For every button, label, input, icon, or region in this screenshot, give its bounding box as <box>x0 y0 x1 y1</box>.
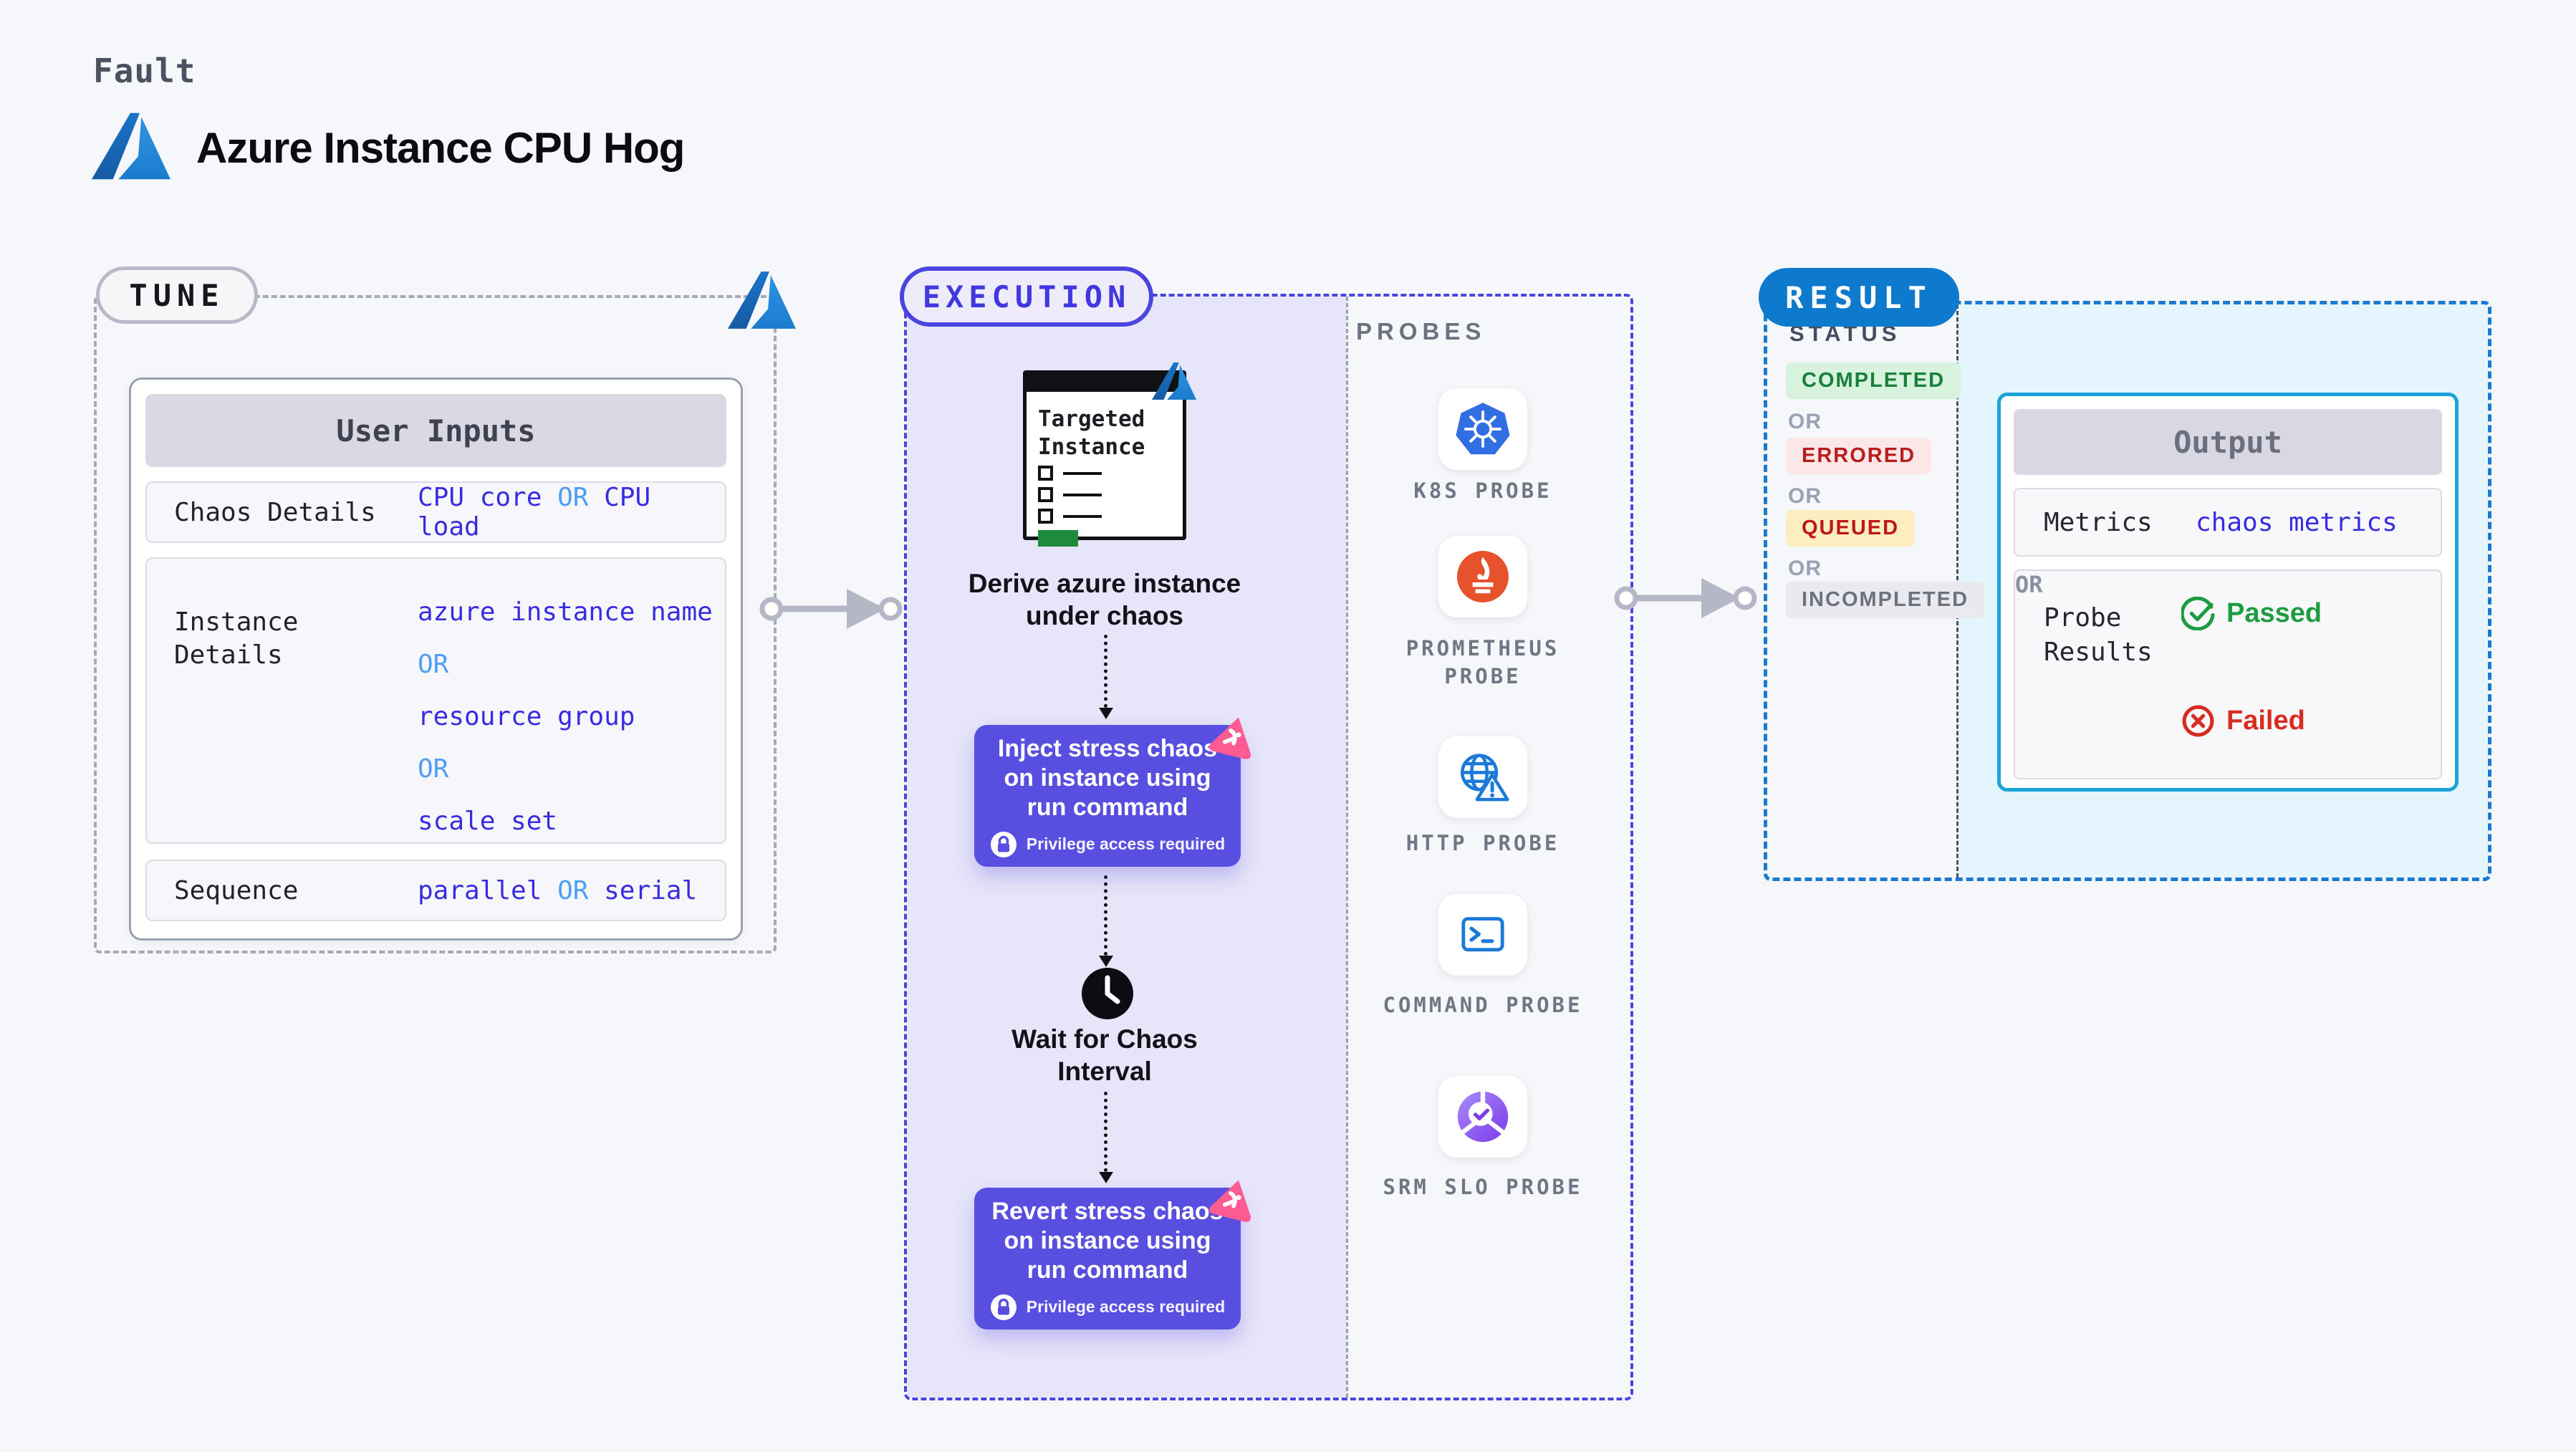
value-option: serial <box>604 875 698 905</box>
probes-divider <box>1346 297 1348 1398</box>
value-option: parallel <box>418 875 542 905</box>
probe-result-failed: Failed <box>2181 704 2305 738</box>
or-separator: OR <box>418 650 449 679</box>
or-separator: OR <box>557 483 589 512</box>
status-badge-incompleted: INCOMPLETED <box>1786 582 1985 618</box>
execution-pill: EXECUTION <box>900 266 1153 327</box>
row-label: Sequence <box>174 875 299 905</box>
metrics-row: Metrics chaos metrics <box>2014 488 2442 557</box>
output-table: Output Metrics chaos metrics Probe Resul… <box>1997 393 2459 792</box>
probe-result-passed: Passed <box>2181 597 2322 630</box>
probe-label: PROMETHEUS PROBE <box>1405 636 1560 688</box>
value-option: CPU core <box>418 483 542 512</box>
probe-card <box>1438 894 1527 976</box>
probe-card <box>1438 388 1527 470</box>
tune-pill: TUNE <box>96 266 258 324</box>
lock-icon <box>990 831 1017 857</box>
litmus-chaos-icon <box>1206 711 1259 764</box>
value-option: CPU load <box>418 483 651 542</box>
row-value: CPU core OR CPU load <box>390 483 725 542</box>
probe-label: K8S PROBE <box>1413 479 1552 503</box>
chaos-details-row: Chaos Details CPU core OR CPU load <box>145 481 726 543</box>
row-label: Metrics <box>2044 507 2153 537</box>
value-option: resource group <box>418 702 635 731</box>
probe-label: COMMAND PROBE <box>1383 993 1583 1017</box>
privilege-label: Privilege access required <box>1026 835 1226 853</box>
progress-bar <box>1038 530 1078 547</box>
probe-card <box>1438 536 1527 617</box>
result-pill: RESULT <box>1759 268 1959 327</box>
checklist <box>1038 466 1102 547</box>
row-label: Chaos Details <box>174 497 376 527</box>
sequence-row: Sequence parallel OR serial <box>145 860 726 921</box>
value-option: scale set <box>418 807 558 836</box>
terminal-icon <box>1461 917 1504 952</box>
flow-arrow-icon <box>1614 578 1757 618</box>
status-badge-queued: QUEUED <box>1786 510 1916 547</box>
dotted-arrow-icon <box>1099 635 1113 719</box>
derive-step-label: Derive azure instance under chaos <box>968 569 1241 630</box>
probe-card <box>1438 1076 1527 1158</box>
or-separator: OR <box>1788 557 1822 580</box>
tune-region <box>94 295 777 953</box>
targeted-instance-icon: Targeted Instance <box>1023 370 1186 547</box>
clock-icon <box>1082 968 1133 1019</box>
litmus-chaos-icon <box>1206 1173 1259 1226</box>
azure-logo-icon <box>1152 362 1196 400</box>
or-separator: OR <box>557 875 589 905</box>
kubernetes-icon <box>1456 403 1510 455</box>
wait-step-label: Wait for Chaos Interval <box>1011 1024 1198 1086</box>
http-globe-icon <box>1461 754 1509 802</box>
or-separator: OR <box>1788 410 1822 433</box>
srm-slo-icon <box>1457 1090 1509 1143</box>
fault-eyebrow: Fault <box>93 52 196 90</box>
window-titlebar <box>1026 373 1183 392</box>
dotted-arrow-icon <box>1099 875 1113 967</box>
inject-chaos-step: Inject stress chaos on instance using ru… <box>974 725 1241 867</box>
dotted-arrow-icon <box>1099 1092 1113 1183</box>
row-label: Instance Details <box>174 607 299 670</box>
probes-heading: PROBES <box>1356 318 1486 345</box>
probe-card <box>1438 736 1527 818</box>
instance-details-row: Instance Details azure instance name OR … <box>145 557 726 844</box>
probe-results-row: Probe Results Passed OR Failed <box>2014 569 2442 779</box>
passed-label: Passed <box>2226 598 2322 628</box>
metrics-value: chaos metrics <box>2196 507 2398 537</box>
step-text: Revert stress chaos on instance using ru… <box>991 1197 1224 1284</box>
row-label: Probe Results <box>2044 603 2153 667</box>
page-title: Azure Instance CPU Hog <box>196 124 685 172</box>
row-value: azure instance name OR resource group OR… <box>418 586 713 847</box>
prometheus-icon <box>1457 551 1509 602</box>
or-separator: OR <box>1788 484 1822 508</box>
x-circle-icon <box>2182 705 2214 737</box>
check-circle-icon <box>2181 597 2215 630</box>
output-header: Output <box>2014 409 2442 475</box>
row-value: parallel OR serial <box>390 876 697 905</box>
azure-logo-icon <box>92 112 170 180</box>
or-separator: OR <box>2015 571 2043 598</box>
azure-logo-icon <box>728 271 796 329</box>
step-text: Inject stress chaos on instance using ru… <box>997 734 1218 821</box>
flow-arrow-icon <box>759 589 903 629</box>
failed-label: Failed <box>2226 706 2305 736</box>
user-inputs-header: User Inputs <box>145 394 726 467</box>
or-separator: OR <box>418 754 449 784</box>
targeted-instance-label: Targeted Instance <box>1038 406 1145 460</box>
user-inputs-table: User Inputs Chaos Details CPU core OR CP… <box>129 378 743 941</box>
status-badge-completed: COMPLETED <box>1786 362 1961 399</box>
lock-icon <box>990 1294 1017 1320</box>
status-badge-errored: ERRORED <box>1786 438 1932 474</box>
value-option: azure instance name <box>418 597 713 627</box>
probe-label: SRM SLO PROBE <box>1383 1175 1583 1199</box>
revert-chaos-step: Revert stress chaos on instance using ru… <box>974 1188 1241 1330</box>
probe-label: HTTP PROBE <box>1405 831 1560 855</box>
privilege-label: Privilege access required <box>1026 1297 1226 1316</box>
